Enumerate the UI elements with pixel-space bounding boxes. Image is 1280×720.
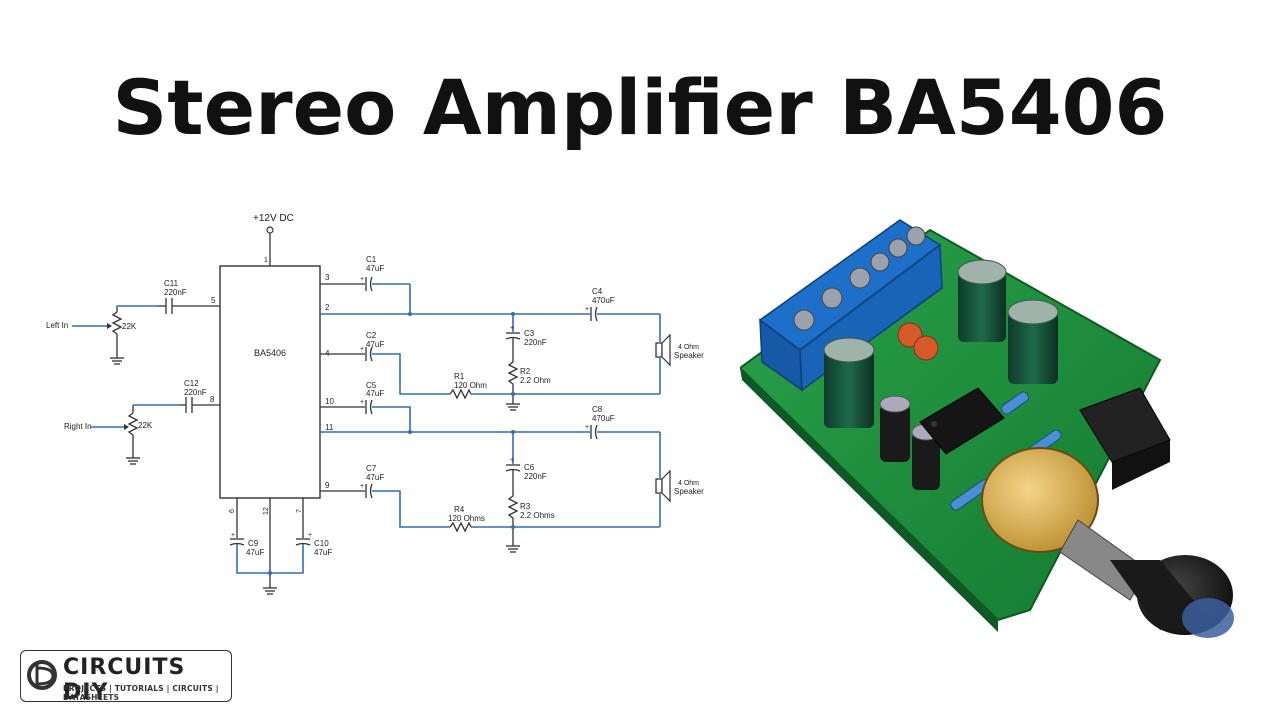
supply-label: +12V DC: [253, 213, 294, 224]
ic-label: BA5406: [254, 348, 286, 358]
r1-name: R1: [454, 372, 465, 381]
c6-name: C6: [524, 463, 535, 472]
svg-text:+: +: [360, 276, 364, 283]
r3-value: 2.2 Ohms: [520, 511, 555, 520]
ic-body: [219, 265, 321, 499]
c6-value: 220nF: [524, 472, 547, 481]
left-input-label: Left In: [46, 321, 68, 330]
pin-10: 10: [325, 397, 334, 406]
c10-name: C10: [314, 539, 329, 548]
pot-left-label: 22K: [122, 322, 137, 331]
pin-3: 3: [325, 273, 330, 282]
c12-value: 220nF: [184, 388, 207, 397]
pin-9: 9: [325, 481, 330, 490]
pin-1: 1: [264, 257, 268, 264]
logo-icon: [27, 660, 57, 690]
pin-12: 12: [263, 507, 270, 515]
pin-11: 11: [325, 423, 334, 432]
svg-text:+: +: [360, 399, 364, 406]
pin-7: 7: [296, 509, 303, 513]
speaker-top-label: Speaker: [674, 351, 704, 360]
c9-name: C9: [248, 539, 259, 548]
amplifier-module-image: [740, 219, 1234, 638]
page-title: Stereo Amplifier BA5406: [112, 63, 1168, 152]
c8-name: C8: [592, 405, 603, 414]
r3-name: R3: [520, 502, 531, 511]
logo-tagline: PROJECTS | TUTORIALS | CIRCUITS | DATASH…: [63, 684, 219, 702]
speaker-top-ohm: 4 Ohm: [678, 344, 699, 351]
svg-text:+: +: [510, 325, 514, 332]
c3-value: 220nF: [524, 338, 547, 347]
c5-name: C5: [366, 381, 377, 390]
c4-name: C4: [592, 287, 603, 296]
svg-text:+: +: [510, 457, 514, 464]
svg-text:+: +: [360, 483, 364, 490]
c11-value: 220nF: [164, 288, 187, 297]
svg-text:+: +: [585, 306, 589, 313]
logo-brand: CIRCUITS DIY: [63, 655, 186, 705]
r1-value: 120 Ohm: [454, 381, 487, 390]
c2-value: 47uF: [366, 340, 384, 349]
pot-right-label: 22K: [138, 421, 153, 430]
c12-name: C12: [184, 379, 199, 388]
pin-6: 6: [229, 509, 236, 513]
c11-name: C11: [164, 279, 179, 288]
c2-name: C2: [366, 331, 377, 340]
right-input-label: Right In: [64, 422, 92, 431]
c7-name: C7: [366, 464, 377, 473]
r4-value: 120 Ohms: [448, 514, 485, 523]
svg-text:+: +: [231, 532, 235, 539]
c10-value: 47uF: [314, 548, 332, 557]
ba5406-chip: [919, 387, 1005, 455]
c4-value: 470uF: [592, 296, 615, 305]
speaker-bottom-ohm: 4 Ohm: [678, 480, 699, 487]
pin-8: 8: [210, 395, 215, 404]
c1-value: 47uF: [366, 264, 384, 273]
svg-text:+: +: [360, 346, 364, 353]
circuit-schematic: BA5406 +12V DC 1 3 + C1 47uF 2 + C4 470u…: [46, 213, 704, 595]
svg-text:+: +: [308, 532, 312, 539]
volume-potentiometer: [981, 447, 1234, 638]
speaker-bottom-label: Speaker: [674, 487, 704, 496]
svg-text:+: +: [585, 424, 589, 431]
c8-value: 470uF: [592, 414, 615, 423]
circuits-diy-logo: CIRCUITS DIY PROJECTS | TUTORIALS | CIRC…: [20, 650, 232, 705]
pin-5: 5: [211, 296, 216, 305]
c5-value: 47uF: [366, 389, 384, 398]
pin-2: 2: [325, 303, 330, 312]
c9-value: 47uF: [246, 548, 264, 557]
c7-value: 47uF: [366, 473, 384, 482]
electrolytic-capacitors: [823, 259, 1059, 490]
r2-name: R2: [520, 367, 531, 376]
r4-name: R4: [454, 505, 465, 514]
c3-name: C3: [524, 329, 535, 338]
c1-name: C1: [366, 255, 377, 264]
r2-value: 2.2 Ohm: [520, 376, 551, 385]
